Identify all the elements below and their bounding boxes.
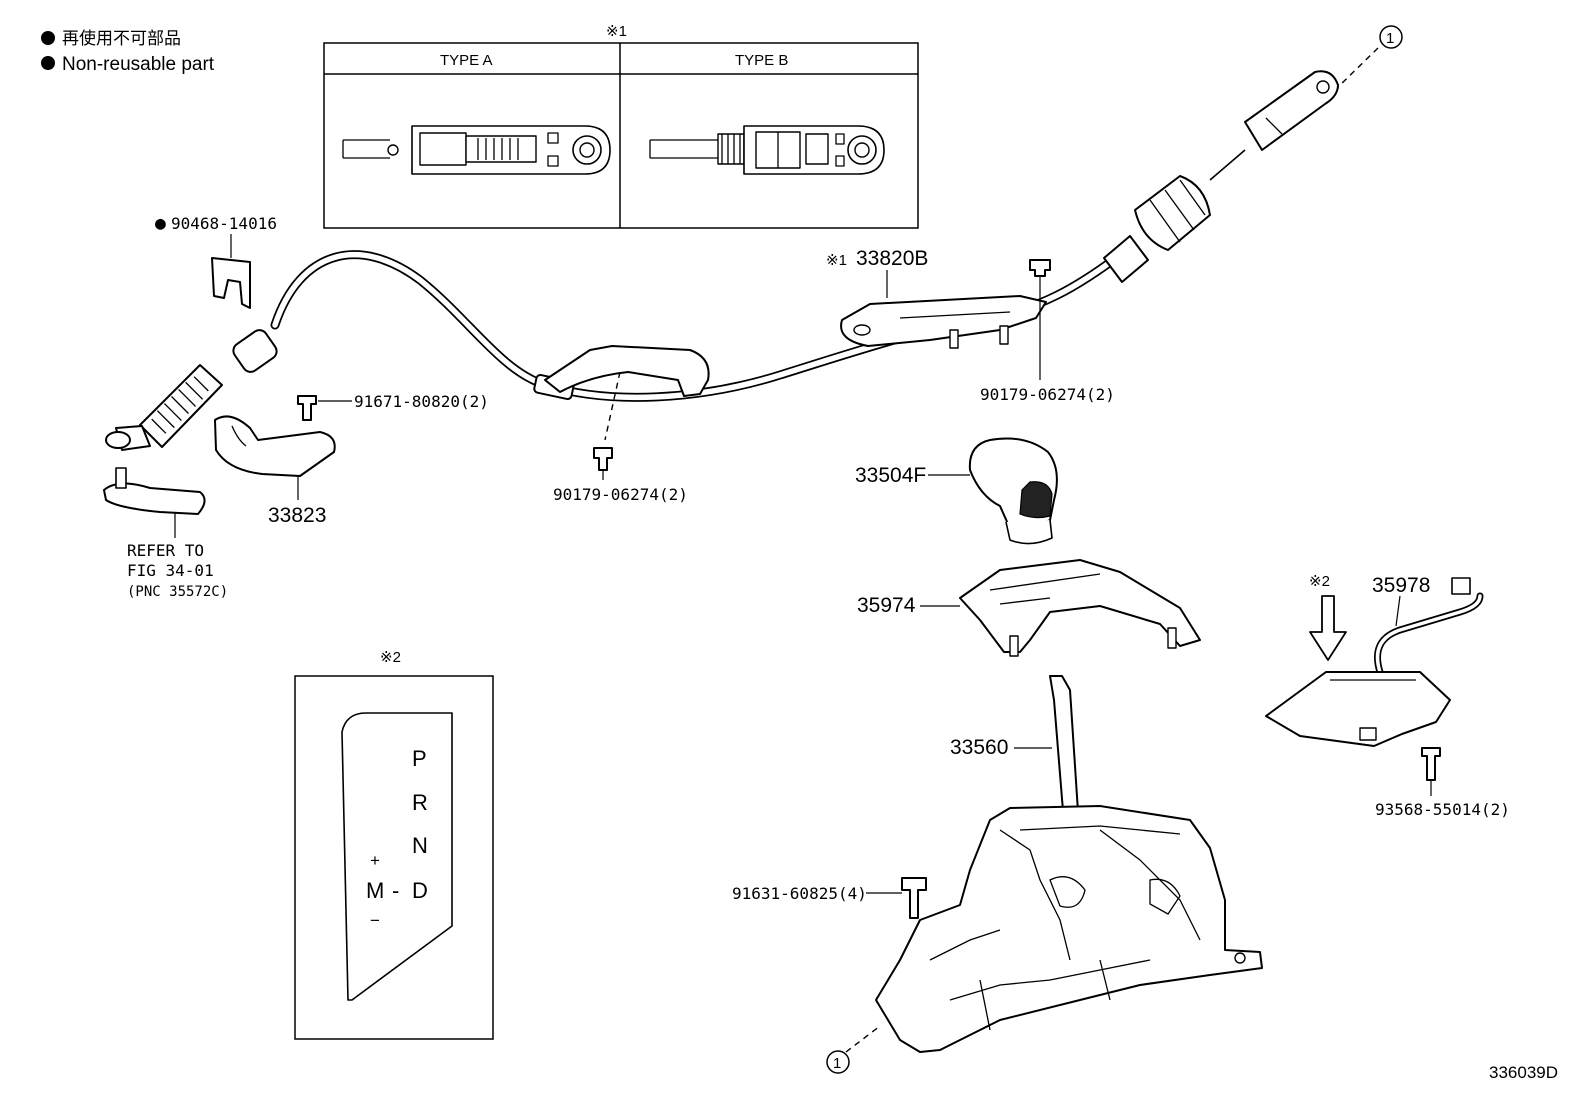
type-b-label: TYPE B bbox=[735, 52, 788, 69]
reference-circle-bottom: 1 bbox=[826, 1025, 881, 1074]
gate-plate-icon bbox=[959, 559, 1201, 653]
refer-line-3: (PNC 35572C) bbox=[127, 584, 228, 600]
bolt-91631-icon bbox=[901, 877, 927, 919]
screw-93568-icon bbox=[1421, 747, 1441, 781]
part-33820b: ※1 33820B bbox=[826, 247, 1047, 349]
non-reusable-bullet-icon bbox=[41, 31, 55, 45]
part-90468: ● 90468-14016 bbox=[155, 213, 277, 309]
legend-english: Non-reusable part bbox=[62, 54, 215, 75]
type-a-label: TYPE A bbox=[440, 52, 493, 69]
gate-plus: + bbox=[370, 851, 380, 870]
gate-letter-r: R bbox=[412, 790, 428, 815]
shift-cable-icon bbox=[105, 70, 1339, 451]
label-33820b-marker: ※1 bbox=[826, 252, 847, 269]
clip-90468-icon bbox=[211, 257, 251, 309]
part-35974: 35974 bbox=[857, 559, 1201, 657]
label-33820b[interactable]: 33820B bbox=[856, 247, 928, 270]
part-90179-a: 90179-06274(2) bbox=[544, 345, 710, 504]
gate-letter-d: D bbox=[412, 878, 428, 903]
label-33823[interactable]: 33823 bbox=[268, 504, 326, 527]
bolt-90179-b-icon bbox=[1029, 259, 1051, 277]
label-90468[interactable]: 90468-14016 bbox=[171, 214, 277, 233]
bracket-33823-icon bbox=[214, 415, 336, 477]
gate-letter-p: P bbox=[412, 746, 427, 771]
label-33560[interactable]: 33560 bbox=[950, 736, 1008, 759]
bolt-90179-a-icon bbox=[593, 447, 613, 471]
gate-letter-m: M bbox=[366, 878, 384, 903]
shift-housing-icon bbox=[875, 805, 1263, 1053]
shift-gate-plate-icon bbox=[341, 712, 453, 1001]
type-b-cable-end-icon bbox=[649, 125, 885, 175]
refer-line-2: FIG 34-01 bbox=[127, 561, 214, 580]
reference-circle-top: 1 bbox=[1334, 25, 1403, 91]
part-35978: ※2 35978 93568-55014(2) bbox=[1265, 573, 1510, 819]
refer-line-1: REFER TO bbox=[127, 541, 204, 560]
label-91671[interactable]: 91671-80820(2) bbox=[354, 392, 489, 411]
label-33504f[interactable]: 33504F bbox=[855, 464, 926, 487]
gate-letter-n: N bbox=[412, 833, 428, 858]
legend: 再使用不可部品 Non-reusable part bbox=[41, 28, 215, 75]
label-90468-bullet: ● bbox=[155, 213, 166, 234]
reference-circle-bottom-number: 1 bbox=[833, 1055, 841, 1072]
indicator-unit-icon bbox=[1265, 671, 1451, 747]
non-reusable-bullet-icon bbox=[41, 56, 55, 70]
label-91631[interactable]: 91631-60825(4) bbox=[732, 884, 867, 903]
refer-note: REFER TO FIG 34-01 (PNC 35572C) bbox=[103, 467, 228, 600]
part-91631: 91631-60825(4) bbox=[732, 877, 927, 919]
label-35974[interactable]: 35974 bbox=[857, 594, 916, 617]
legend-japanese: 再使用不可部品 bbox=[62, 28, 181, 48]
reference-circle-top-number: 1 bbox=[1386, 30, 1394, 47]
bolt-91671-icon bbox=[297, 395, 317, 421]
bracket-33820b-icon bbox=[840, 295, 1047, 347]
part-90179-b: 90179-06274(2) bbox=[980, 259, 1115, 404]
label-90179-a[interactable]: 90179-06274(2) bbox=[553, 485, 688, 504]
type-inset-marker: ※1 bbox=[606, 23, 627, 40]
label-35978-marker: ※2 bbox=[1309, 573, 1330, 590]
part-91671: 91671-80820(2) bbox=[297, 392, 489, 421]
gate-minus-mid: - bbox=[392, 878, 399, 903]
gate-minus-low: − bbox=[370, 911, 380, 930]
label-90179-b[interactable]: 90179-06274(2) bbox=[980, 385, 1115, 404]
label-35978[interactable]: 35978 bbox=[1372, 574, 1430, 597]
gate-inset: ※2 P R N D M + - − bbox=[294, 649, 494, 1040]
part-33560: 33560 bbox=[875, 675, 1263, 1053]
label-93568[interactable]: 93568-55014(2) bbox=[1375, 800, 1510, 819]
type-inset: ※1 TYPE A TYPE B bbox=[323, 23, 919, 229]
gate-inset-marker: ※2 bbox=[380, 649, 401, 666]
figure-id: 336039D bbox=[1489, 1063, 1558, 1082]
cable-bracket-icon bbox=[544, 345, 710, 397]
part-33823: 33823 bbox=[214, 415, 336, 527]
arrow-down-icon bbox=[1309, 595, 1347, 661]
part-33504f: 33504F bbox=[855, 437, 1058, 545]
type-a-cable-end-icon bbox=[342, 125, 611, 175]
